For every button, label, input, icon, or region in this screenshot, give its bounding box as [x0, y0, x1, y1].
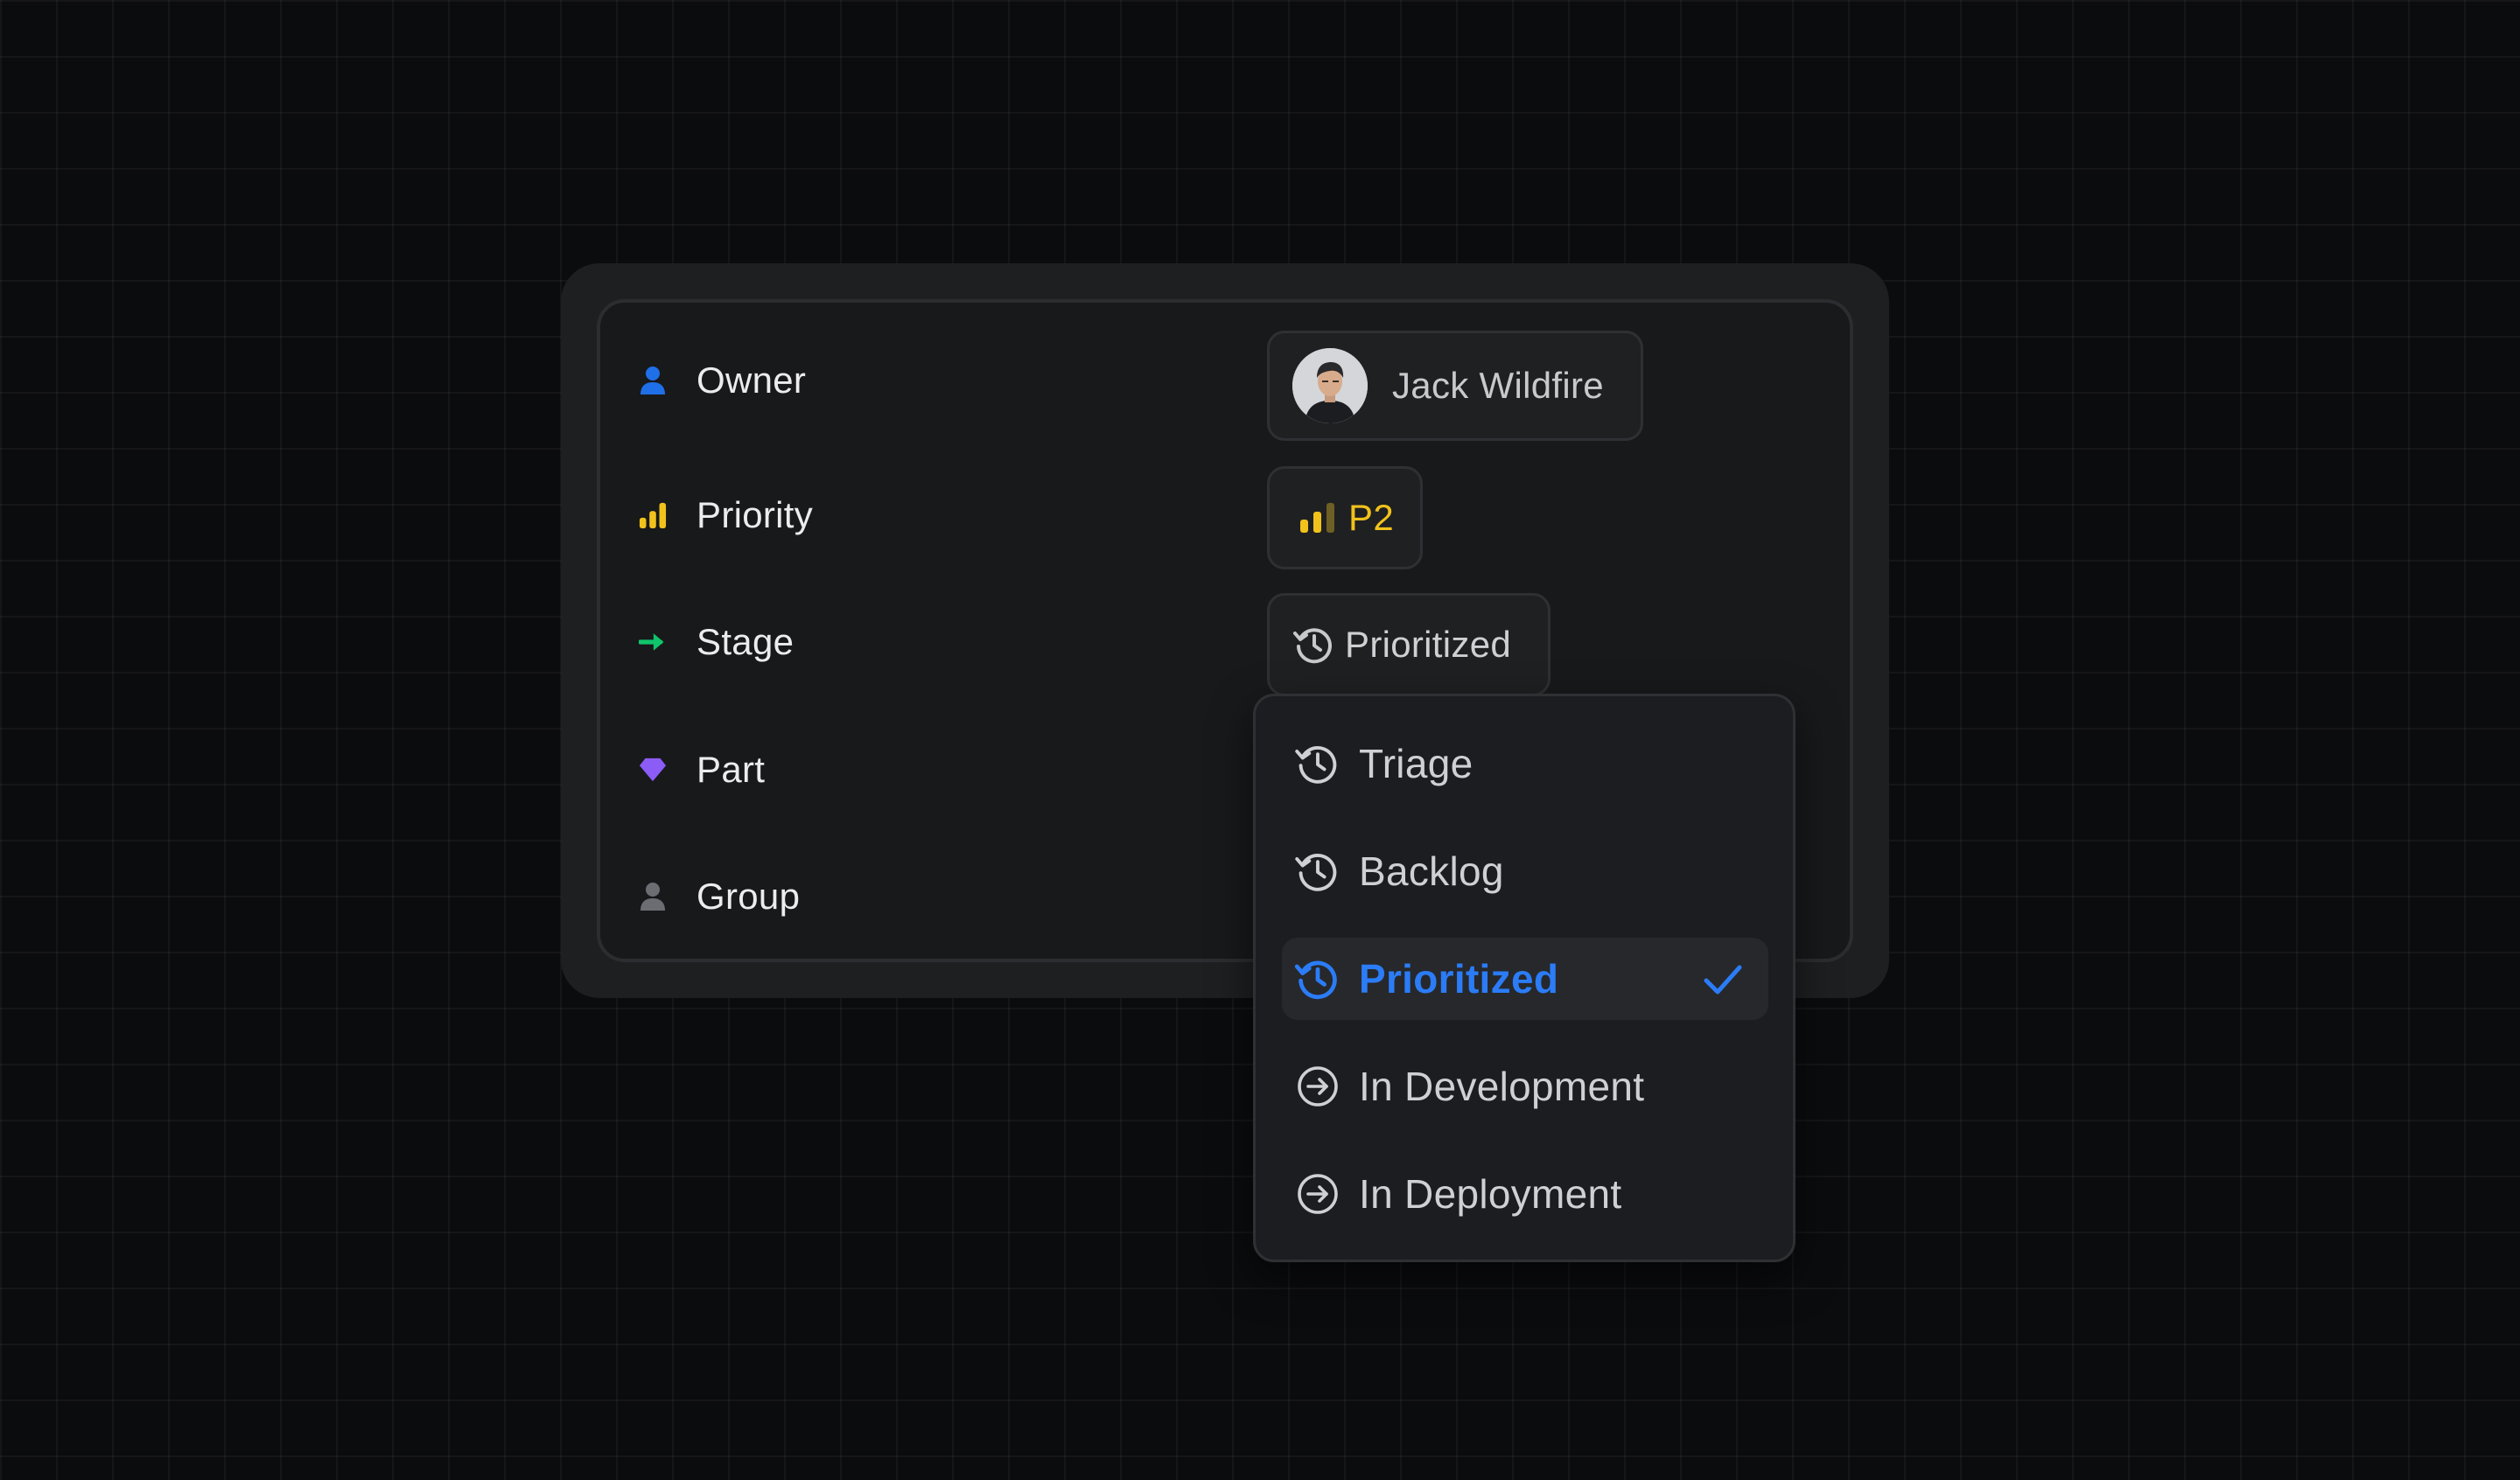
- stage-option-in-development[interactable]: In Development: [1282, 1045, 1768, 1127]
- history-clock-icon: [1294, 955, 1341, 1002]
- priority-chip[interactable]: P2: [1267, 466, 1423, 569]
- person-icon: [639, 883, 667, 911]
- history-clock-icon: [1294, 740, 1341, 787]
- circle-arrow-right-icon: [1294, 1170, 1341, 1218]
- stage-option-prioritized[interactable]: Prioritized: [1282, 938, 1768, 1020]
- stage-option-label: Backlog: [1359, 848, 1504, 894]
- attr-label-priority: Priority: [696, 494, 814, 535]
- stage-option-triage[interactable]: Triage: [1282, 723, 1768, 805]
- stage-option-label: In Development: [1359, 1064, 1645, 1109]
- stage-option-label: In Deployment: [1359, 1171, 1622, 1217]
- signal-bars-icon: [639, 501, 667, 529]
- stage-dropdown-menu: Triage Backlog Prioritized: [1253, 694, 1796, 1262]
- attr-label-group: Group: [696, 876, 801, 917]
- signal-bars-icon: [1299, 502, 1338, 534]
- attr-row-owner: Owner: [639, 354, 806, 407]
- stage-option-label: Triage: [1359, 741, 1474, 786]
- attr-row-stage: Stage: [639, 616, 794, 668]
- gem-icon: [639, 756, 667, 784]
- history-clock-icon: [1294, 848, 1341, 895]
- avatar: [1292, 348, 1368, 423]
- stage-option-in-deployment[interactable]: In Deployment: [1282, 1153, 1768, 1235]
- issue-attributes-panel: [561, 263, 1889, 998]
- priority-value: P2: [1348, 497, 1394, 538]
- history-clock-icon: [1292, 623, 1336, 667]
- attr-row-part: Part: [639, 743, 765, 796]
- attr-label-part: Part: [696, 749, 766, 790]
- stage-option-backlog[interactable]: Backlog: [1282, 830, 1768, 912]
- stage-option-label: Prioritized: [1359, 956, 1559, 1002]
- attr-row-priority: Priority: [639, 489, 813, 541]
- attr-label-owner: Owner: [696, 360, 807, 401]
- arrow-right-icon: [639, 628, 667, 656]
- stage-chip[interactable]: Prioritized: [1267, 593, 1550, 696]
- attr-label-stage: Stage: [696, 621, 794, 662]
- checkmark-icon: [1702, 959, 1744, 1001]
- attr-row-group: Group: [639, 870, 800, 923]
- circle-arrow-right-icon: [1294, 1063, 1341, 1110]
- owner-name: Jack Wildfire: [1392, 365, 1604, 406]
- stage-value: Prioritized: [1345, 624, 1512, 665]
- owner-chip[interactable]: Jack Wildfire: [1267, 331, 1643, 441]
- person-icon: [639, 367, 667, 394]
